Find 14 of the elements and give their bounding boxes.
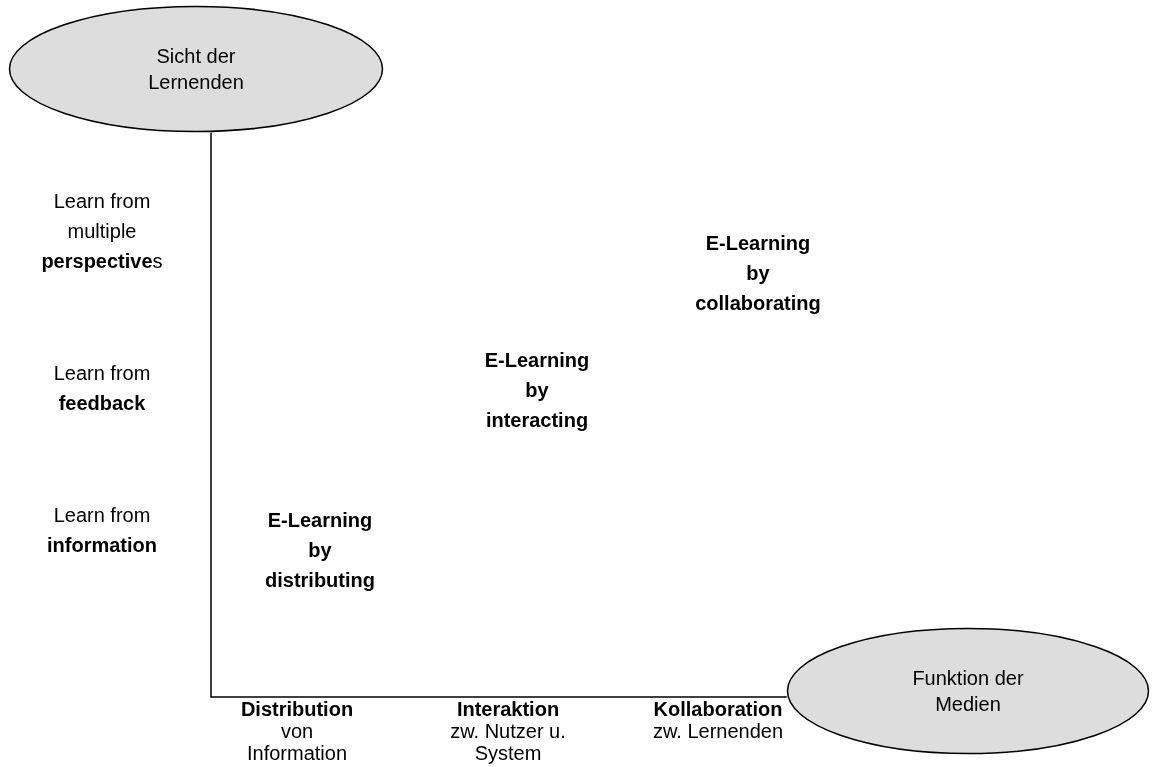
node-label: Funktion der Medien <box>911 666 1025 717</box>
oval-node <box>786 627 1150 755</box>
row-label: Learn from feedback <box>52 361 152 416</box>
axis-connector <box>210 132 788 698</box>
column-label: Distribution von Information <box>240 698 354 764</box>
node-label: Sicht der Lernenden <box>147 44 245 95</box>
column-label: Interaktion zw. Nutzer u. System <box>449 698 567 764</box>
column-label: Kollaboration zw. Lernenden <box>651 698 785 742</box>
quadrant-label: E-Learning by collaborating <box>694 231 822 316</box>
quadrant-label: E-Learning by interacting <box>483 348 591 433</box>
oval-node <box>8 5 384 133</box>
quadrant-label: E-Learning by distributing <box>264 508 376 593</box>
row-label: Learn from information <box>46 503 158 558</box>
row-label: Learn from multiple perspectives <box>40 189 164 274</box>
